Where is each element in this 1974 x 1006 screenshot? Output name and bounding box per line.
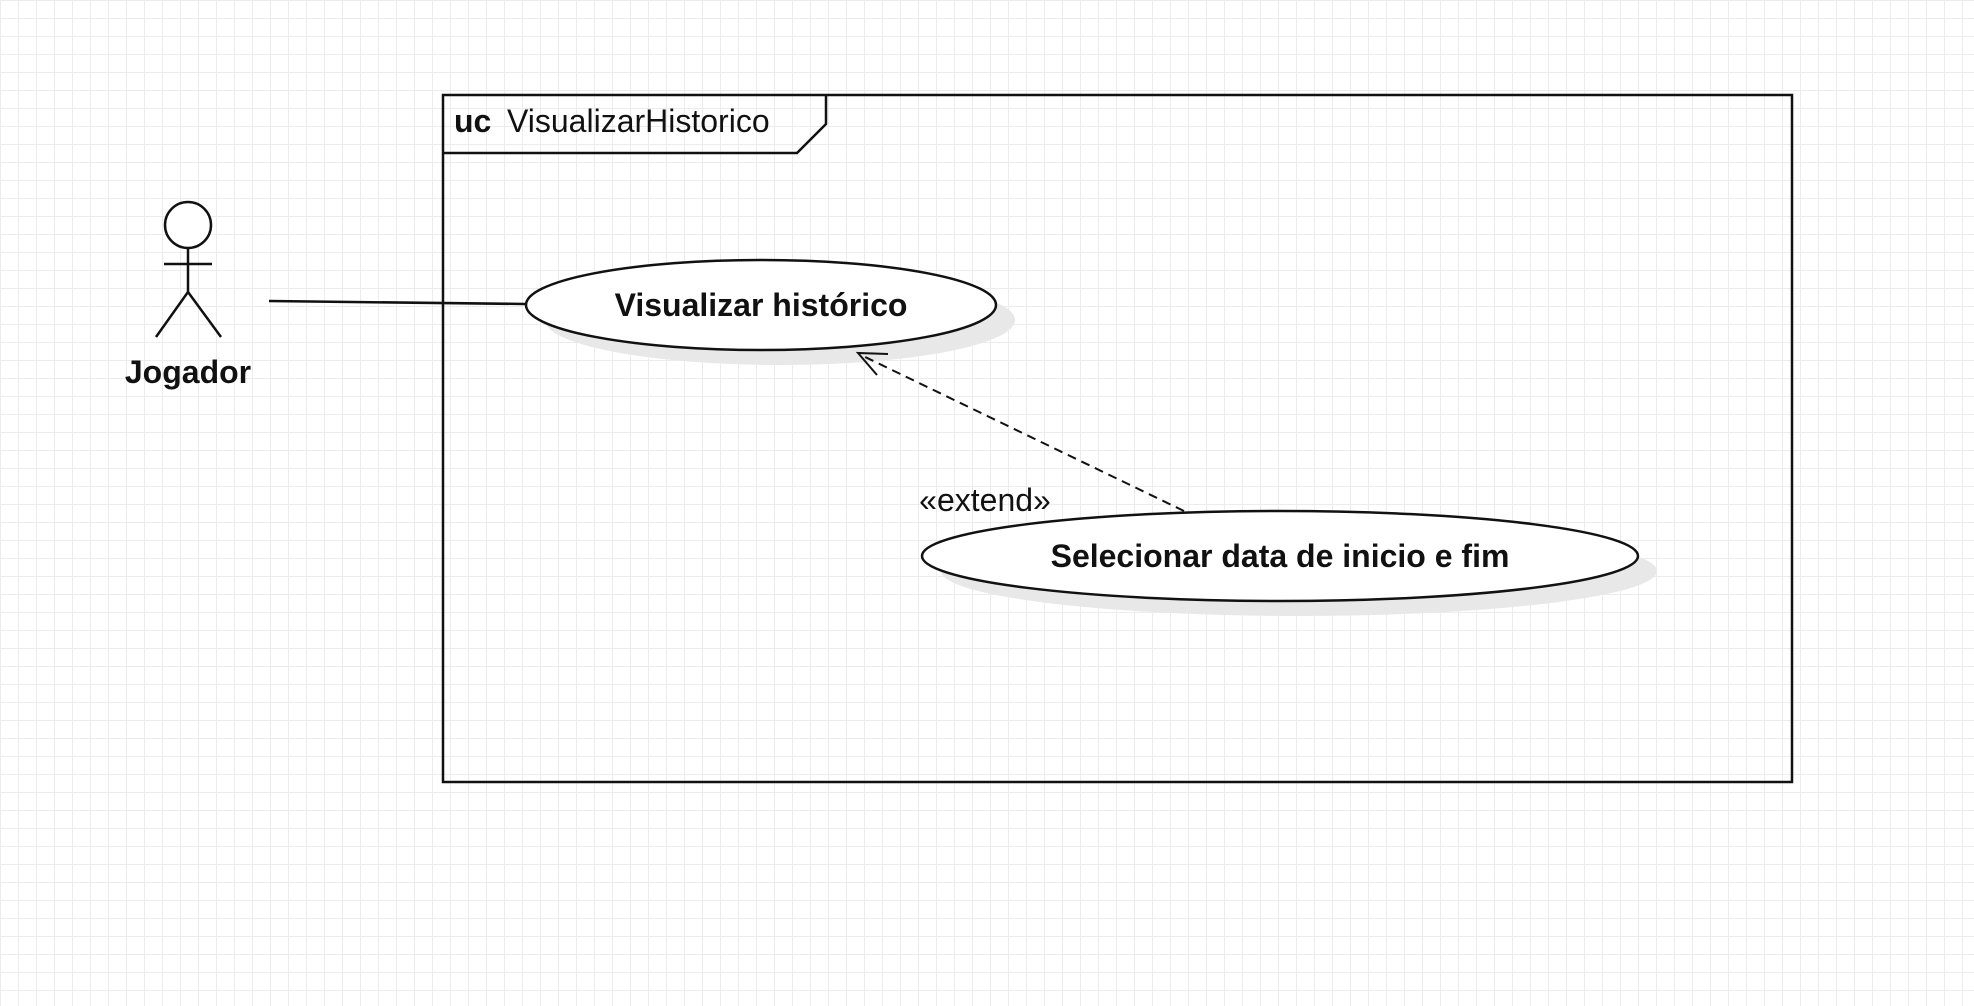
actor-right-leg [186,291,223,338]
actor-head [163,200,213,250]
actor-label: Jogador [125,354,251,390]
use-case-visualizar-historico[interactable]: Visualizar histórico [524,258,1015,365]
association-line[interactable] [268,299,526,306]
frame-keyword: uc [454,103,491,139]
extend-arrowhead [855,351,889,376]
use-case-label: Visualizar histórico [615,287,908,323]
system-frame[interactable]: uc VisualizarHistorico [441,93,1794,784]
frame-title: VisualizarHistorico [507,103,770,139]
use-case-ellipse [524,258,998,352]
frame-border [441,93,1794,784]
use-case-selecionar-data[interactable]: Selecionar data de inicio e fim [920,509,1657,616]
use-case-ellipse [920,509,1640,603]
extend-stereotype-label: «extend» [919,482,1051,518]
frame-name-tab [443,95,828,155]
use-case-label: Selecionar data de inicio e fim [1051,538,1510,574]
extend-relationship[interactable]: «extend» [855,351,1185,518]
actor-left-leg [154,291,190,338]
actor-jogador[interactable]: Jogador [125,200,251,390]
